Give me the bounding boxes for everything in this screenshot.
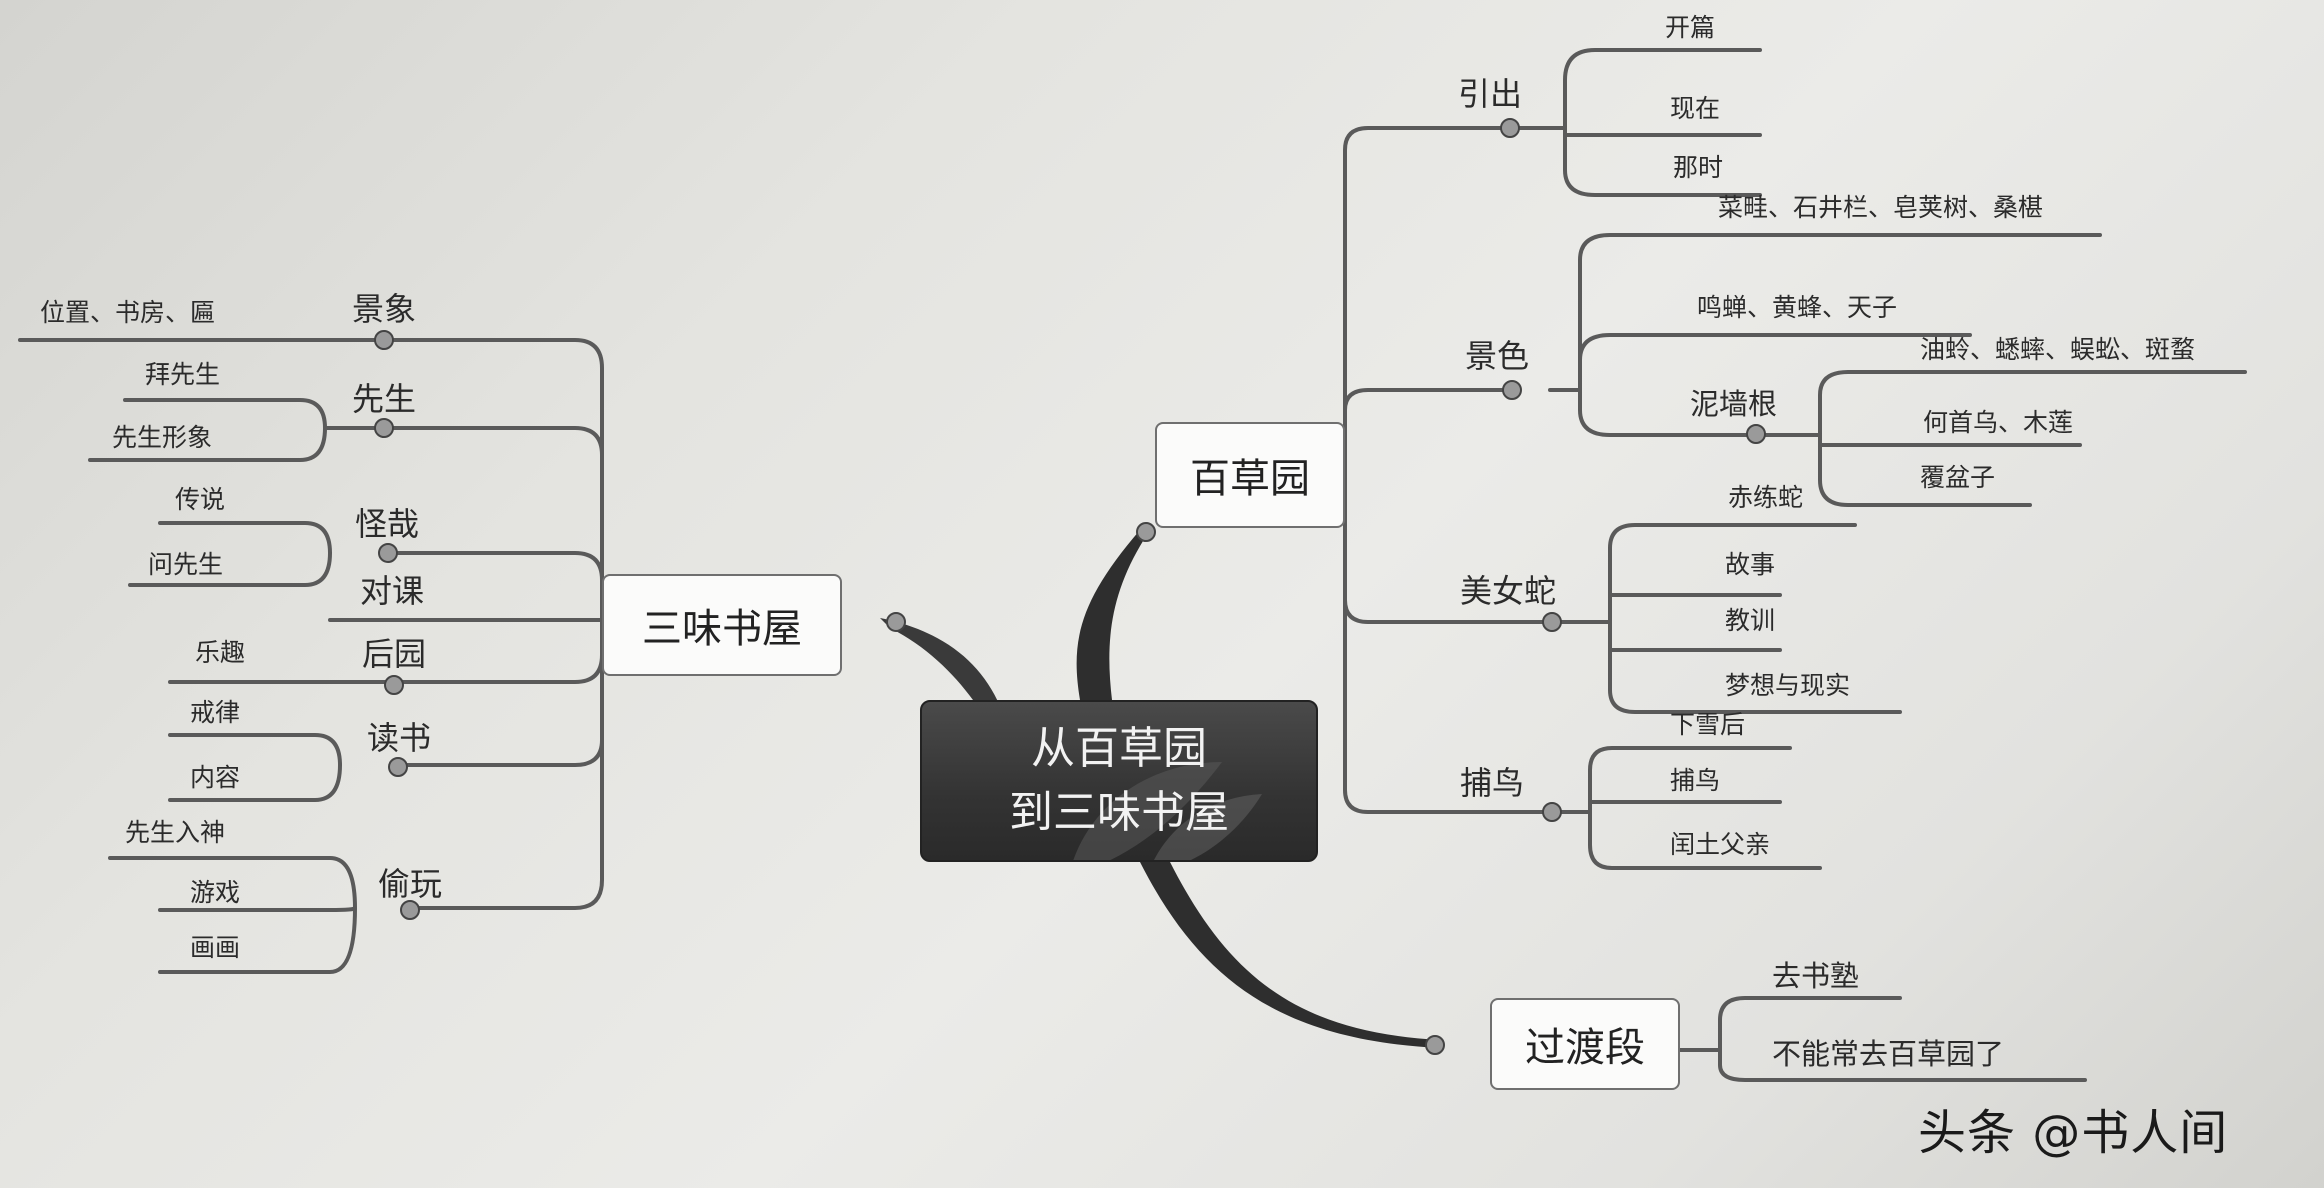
leaf-mengxiang: 梦想与现实: [1725, 671, 1851, 700]
leaf-mingchan: 鸣蝉、黄蜂、天子: [1697, 293, 1898, 322]
node-meinvshe[interactable]: 美女蛇: [1460, 572, 1557, 610]
leaf-caiqi: 菜畦、石井栏、皂荚树、桑椹: [1718, 193, 2044, 222]
watermark-text: 头条 @书人间: [1918, 1105, 2229, 1161]
leaf-chilianshe: 赤练蛇: [1728, 483, 1804, 512]
leaf-youling: 油蛉、蟋蟀、蜈蚣、斑蝥: [1920, 335, 2196, 364]
node-jingxiang[interactable]: 景象: [352, 290, 417, 328]
central-topic-line1: 从百草园: [1031, 723, 1207, 774]
node-dushu[interactable]: 读书: [367, 719, 432, 757]
node-guoduduan[interactable]: 过渡段: [1490, 998, 1680, 1090]
leaf-xianshengrushen: 先生入神: [125, 818, 226, 847]
leaf-neirong: 内容: [190, 763, 241, 792]
node-duike[interactable]: 对课: [360, 572, 425, 610]
leaf-huahua: 画画: [190, 933, 241, 962]
leaf-runtu: 闰土父亲: [1670, 830, 1771, 859]
leaf-fupenzi: 覆盆子: [1920, 463, 1996, 492]
node-niqianggen[interactable]: 泥墙根: [1690, 387, 1778, 421]
central-topic-line2: 到三味书屋: [1009, 787, 1229, 838]
leaf-buniao: 捕鸟: [1670, 766, 1721, 795]
node-jingse[interactable]: 景色: [1465, 337, 1530, 375]
leaf-xiaxuehou: 下雪后: [1670, 710, 1746, 739]
leaf-heshouwu: 何首乌、木莲: [1923, 408, 2074, 437]
node-yinchu[interactable]: 引出: [1458, 75, 1523, 113]
node-touwan[interactable]: 偷玩: [378, 865, 443, 903]
branch-to-baicaoyuan: [1076, 530, 1150, 700]
leaf-lequ: 乐趣: [195, 638, 246, 667]
branch-to-sanweishuwu: [880, 618, 1000, 710]
node-houyuan[interactable]: 后园: [362, 635, 427, 673]
central-topic[interactable]: 从百草园 到三味书屋: [920, 700, 1318, 862]
leaf-jielv: 戒律: [190, 698, 241, 727]
node-guaizai[interactable]: 怪哉: [355, 505, 420, 543]
leaf-kaipian: 开篇: [1665, 13, 1716, 42]
leaf-jiaoxun: 教训: [1725, 606, 1776, 635]
leaf-wenxiansheng: 问先生: [148, 550, 224, 579]
leaf-xianshengxingxiang: 先生形象: [112, 423, 213, 452]
node-baicaoyuan[interactable]: 百草园: [1155, 422, 1345, 528]
leaf-xianzai: 现在: [1670, 94, 1721, 123]
leaf-baixiansheng: 拜先生: [145, 360, 221, 389]
node-xiansheng[interactable]: 先生: [352, 380, 417, 418]
leaf-qushushu: 去书塾: [1772, 959, 1860, 993]
branch-to-guoduduan: [1140, 862, 1440, 1048]
leaf-youxi: 游戏: [190, 878, 241, 907]
node-buniao[interactable]: 捕鸟: [1460, 764, 1525, 802]
leaf-chuanshuo: 传说: [175, 485, 226, 514]
leaf-nashi: 那时: [1673, 153, 1724, 182]
leaf-decoration-icon: [1073, 762, 1262, 860]
leaf-gushi: 故事: [1725, 550, 1776, 579]
node-sanweishuwu[interactable]: 三味书屋: [602, 574, 842, 676]
leaf-bunengchang: 不能常去百草园了: [1772, 1037, 2005, 1071]
leaf-weizhi: 位置、书房、匾: [40, 298, 216, 327]
